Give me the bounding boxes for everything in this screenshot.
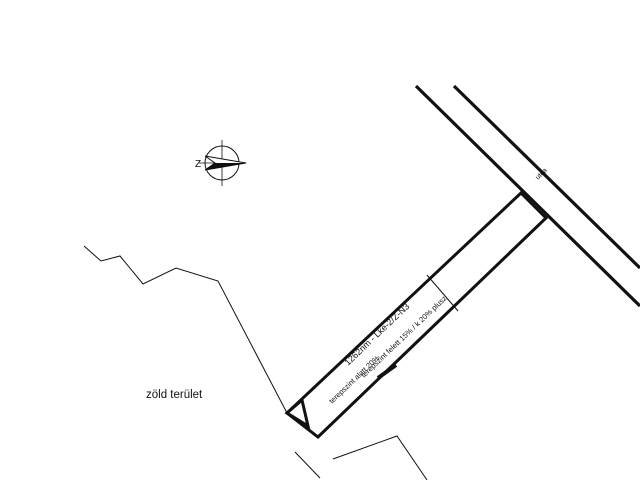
plot-dimension-line [426, 274, 459, 312]
street-line-east [452, 84, 640, 270]
street-label: utca [534, 167, 548, 181]
green-area-label: zöld terület [146, 389, 203, 401]
street-line-west [414, 84, 640, 308]
plot-corner-marker [284, 397, 311, 430]
north-arrow-icon: Z [195, 140, 247, 186]
boundary-line-lower [294, 451, 321, 479]
north-arrow-letter: Z [195, 159, 201, 170]
boundary-line-upper [83, 245, 288, 414]
plot-outline [284, 190, 549, 439]
plot-bold-mark [376, 363, 398, 380]
boundary-line-lower-right [332, 435, 428, 480]
